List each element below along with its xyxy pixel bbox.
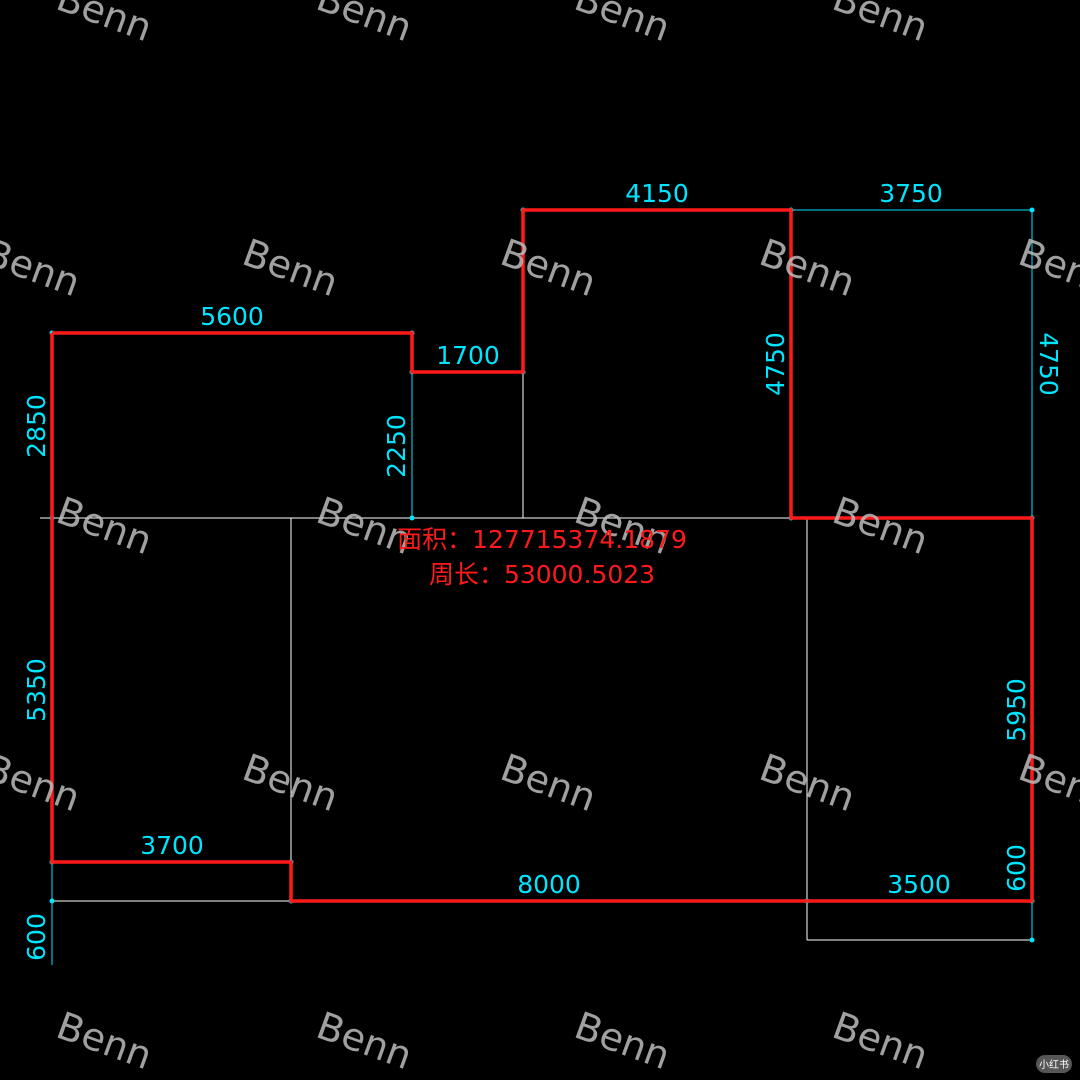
room-outline (50, 208, 1034, 903)
dim-label-5950: 5950 (1002, 678, 1031, 742)
watermark: Benn (495, 745, 602, 820)
dim-label-2250: 2250 (382, 414, 411, 478)
watermark: Benn (827, 0, 934, 50)
watermark: Benn (51, 0, 158, 50)
watermark: Benn (827, 488, 934, 563)
watermark: Benn (0, 230, 86, 305)
dim-label-2850: 2850 (22, 394, 51, 458)
dim-label-4150: 4150 (625, 179, 689, 208)
area-result: 面积：127715374.1879 (397, 525, 687, 554)
watermark: Benn (51, 1003, 158, 1078)
watermark: Benn (1013, 230, 1080, 305)
watermark: Benn (311, 1003, 418, 1078)
platform-badge-bg (1036, 1055, 1072, 1073)
measurement-results: 面积：127715374.1879 周长：53000.5023 (397, 525, 687, 589)
watermark: Benn (237, 230, 344, 305)
perimeter-result: 周长：53000.5023 (429, 560, 655, 589)
watermark: Benn (569, 0, 676, 50)
watermark: Benn (311, 0, 418, 50)
dim-label-5600: 5600 (200, 302, 264, 331)
dim-label-1700: 1700 (436, 341, 500, 370)
watermark: Benn (495, 230, 602, 305)
watermark: Benn (1013, 745, 1080, 820)
platform-badge: 小红书 (1036, 1055, 1072, 1073)
dim-label-8000: 8000 (517, 870, 581, 899)
watermark: Benn (569, 1003, 676, 1078)
dim-label-5350: 5350 (22, 658, 51, 722)
watermark: Benn (827, 1003, 934, 1078)
watermark: Benn (754, 230, 861, 305)
dim-label-4750-right: 4750 (1034, 332, 1063, 396)
watermark: Benn (51, 488, 158, 563)
dimension-labels: 5600 1700 4150 3750 2850 2250 4750 4750 … (22, 179, 1063, 961)
dim-label-3500: 3500 (887, 870, 951, 899)
dim-label-4750-left: 4750 (761, 332, 790, 396)
watermark: Benn (237, 745, 344, 820)
dim-label-600-left: 600 (22, 913, 51, 961)
dim-label-3750: 3750 (879, 179, 943, 208)
dim-label-3700: 3700 (140, 831, 204, 860)
watermark: Benn (0, 745, 86, 820)
platform-badge-text: 小红书 (1039, 1058, 1069, 1071)
dim-label-600-right: 600 (1002, 844, 1031, 892)
